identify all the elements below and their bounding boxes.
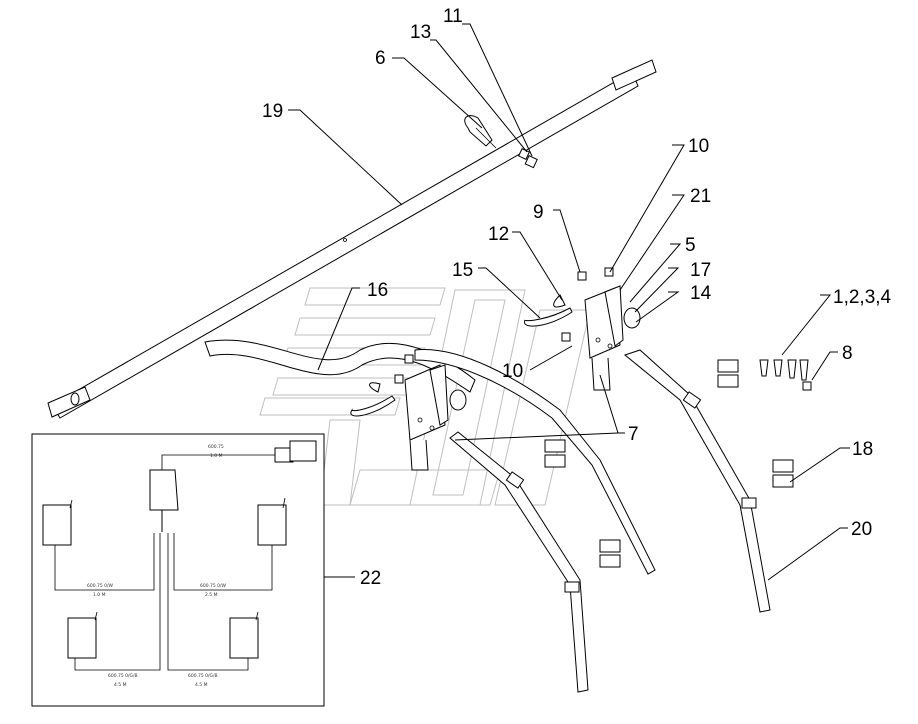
cable-label-left: 600.75 0/W <box>87 583 114 589</box>
clamp-blocks-18 <box>544 359 794 568</box>
bracket-right <box>524 267 641 391</box>
bent-arm-part-20 <box>623 349 771 613</box>
callout-17: 17 <box>690 260 711 281</box>
callout-9: 9 <box>533 202 544 223</box>
callout-7: 7 <box>628 424 639 445</box>
callout-13: 13 <box>410 22 431 43</box>
hose-part-16 <box>204 339 476 393</box>
bent-arm-middle <box>449 431 589 693</box>
bolt-set-1-2-3-4 <box>759 359 812 391</box>
callout-15: 15 <box>452 260 473 281</box>
callout-8: 8 <box>842 343 853 364</box>
callout-12: 12 <box>488 224 509 245</box>
cable-label-top: 600.75 <box>208 444 224 450</box>
callout-1-2-3-4: 1,2,3,4 <box>833 287 892 308</box>
tube-part-19 <box>47 59 657 419</box>
cable-length-top: 1.0 M <box>210 453 223 459</box>
callout-20: 20 <box>851 519 872 540</box>
callout-10-bottom: 10 <box>502 361 523 382</box>
callout-18: 18 <box>852 439 873 460</box>
cable-length-bottom-left: 4.5 M <box>114 682 127 688</box>
cable-label-right: 600.75 0/W <box>200 583 227 589</box>
callout-14: 14 <box>690 283 712 304</box>
callout-6: 6 <box>375 48 386 69</box>
cable-length-left: 1.0 M <box>93 592 106 598</box>
callout-16: 16 <box>367 280 388 301</box>
bent-arm-frame <box>414 349 656 575</box>
leader-lines <box>288 23 850 581</box>
u-bolt-part-6 <box>464 115 538 169</box>
callout-11: 11 <box>443 6 463 27</box>
cable-length-bottom-right: 4.5 M <box>195 682 208 688</box>
cable-label-bottom-left: 600.75 0/G/B <box>108 673 138 679</box>
bracket-left <box>350 354 467 471</box>
callout-22: 22 <box>360 568 381 589</box>
cable-length-right: 2.5 M <box>205 592 218 598</box>
callout-19: 19 <box>262 101 283 122</box>
callout-21: 21 <box>690 186 711 207</box>
wiring-inset-22: 600.75 1.0 M 600.75 0/W 1.0 M 600.75 0/W… <box>31 433 325 707</box>
callout-5: 5 <box>685 235 696 256</box>
cable-label-bottom-right: 600.75 0/G/B <box>188 673 218 679</box>
callout-10-top: 10 <box>688 136 709 157</box>
